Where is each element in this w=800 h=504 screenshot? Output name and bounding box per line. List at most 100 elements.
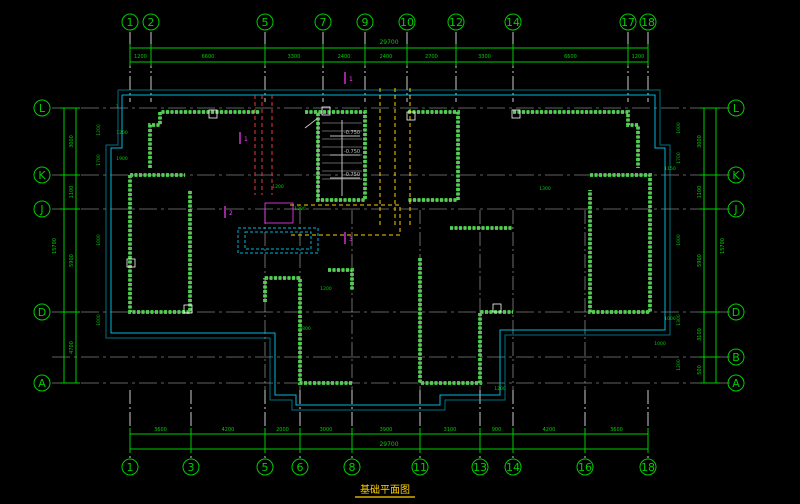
wall-stair-core-edge [305,111,366,201]
axis-bubble-bottom-8-circle [343,458,361,476]
axis-bubble-top-18-label: 18 [641,16,655,29]
bottom-total-dim-text: 29700 [379,441,398,448]
axis-bubble-right-K-label: K [732,169,740,182]
right-small-dim-1: 1700 [676,152,682,164]
dim-annotation-6: 1200 [320,286,332,292]
left-small-dim-0: 1200 [96,124,102,136]
top-dim-text-6: 3300 [478,54,491,60]
axis-bubble-bottom-11-circle [411,458,429,476]
axis-bubble-bottom-16-label: 16 [578,461,592,474]
wall-stair-core [305,110,367,202]
dim-annotation-9: 1000 [664,316,676,322]
axis-bubble-left-L-label: L [39,102,46,115]
axis-bubble-left-D-circle [33,303,51,321]
axis-bubble-bottom-13-circle [471,458,489,476]
left-dim-text-0: 3000 [69,135,75,148]
wall-left-room [128,175,192,314]
axis-bubble-top-2-label: 2 [148,16,155,29]
right-dim-text-1: 1100 [697,186,703,199]
axis-bubble-bottom-13-label: 13 [473,461,487,474]
right-dim-text-4: 500 [697,365,703,375]
axis-bubble-left-L-circle [33,99,51,117]
right-small-dim-4: 1200 [676,359,682,371]
right-dim-text-0: 3000 [697,135,703,148]
column-5 [183,304,193,314]
axis-bubble-right-D-label: D [732,306,740,319]
left-total-dim-text: 15700 [52,238,58,254]
top-dim-text-2: 3300 [288,54,301,60]
bottom-dim-text-0: 3600 [154,427,167,433]
axis-bubble-top-9-circle [356,13,374,31]
axis-bubble-right-K-circle [727,166,745,184]
column-0 [208,109,218,119]
wall-center-stub-edge [328,269,353,290]
axis-bubble-top-9-label: 9 [362,16,369,29]
level-text-1: -0.750 [344,149,360,155]
column-1 [321,106,331,116]
bottom-dim-text-8: 3600 [610,427,623,433]
level-text-2: -0.750 [344,172,360,178]
axis-bubble-bottom-18-circle [639,458,657,476]
top-dim-text-1: 6600 [202,54,215,60]
left-small-dim-2: 1000 [96,234,102,246]
axis-bubble-bottom-5-circle [256,458,274,476]
column-3 [511,109,521,119]
axis-bubble-top-14-label: 14 [506,16,520,29]
top-dim-text-7: 6600 [564,54,577,60]
wall-center-lower-right [418,258,513,385]
wall-center-lower-left-edge [265,277,352,384]
axis-bubble-top-18-circle [639,13,657,31]
left-dim-text-3: 4700 [69,341,75,354]
axis-bubble-bottom-16-circle [576,458,594,476]
bottom-dim-text-7: 4200 [543,427,556,433]
wall-left-room-edge [129,175,191,313]
dim-annotation-0: 3 [116,104,119,110]
axis-bubble-bottom-11-label: 11 [413,461,427,474]
axis-bubble-right-B-label: B [732,351,740,364]
column-2 [406,111,416,121]
axis-bubble-right-B-circle [727,348,745,366]
section-label-1: 1 [244,136,248,143]
axis-bubble-left-D-label: D [38,306,46,319]
wall-right-room-edge [589,174,651,313]
column-4 [126,258,136,268]
axis-bubble-top-2-circle [142,13,160,31]
column-6 [492,303,502,313]
axis-bubble-top-7-circle [314,13,332,31]
right-total-dim-text: 15700 [720,238,726,254]
top-dim-text-8: 1200 [632,54,645,60]
axis-bubble-right-A-circle [727,374,745,392]
axis-bubble-right-L-label: L [733,102,740,115]
axis-bubble-bottom-1-circle [121,458,139,476]
axis-bubble-top-1-circle [121,13,139,31]
axis-bubble-left-A-circle [33,374,51,392]
bottom-dim-text-3: 3000 [320,427,333,433]
bottom-dim-text-4: 3900 [380,427,393,433]
axis-bubble-top-10-label: 10 [400,16,414,29]
wall-right-top [513,110,640,168]
axis-bubble-left-K-label: K [38,169,46,182]
bottom-dim-text-2: 2000 [276,427,289,433]
dim-annotation-10: 1000 [654,341,666,347]
axis-bubble-bottom-6-circle [291,458,309,476]
axis-bubble-bottom-3-circle [182,458,200,476]
top-total-dim-text: 29700 [379,39,398,46]
axis-bubble-right-A-label: A [732,377,740,390]
foundation-outline [110,94,666,406]
axis-bubble-left-J-label: J [39,203,43,216]
pit-inner [244,231,312,250]
dim-annotation-8: 1150 [664,166,676,172]
top-dim-text-3: 2400 [338,54,351,60]
wall-center-lower-right-edge [419,258,513,384]
dim-annotation-4: 1200 [294,206,306,212]
axis-bubble-right-J-circle [727,200,745,218]
section-label-0: 1 [349,76,353,83]
left-small-dim-3: 1000 [96,314,102,326]
axis-bubble-top-5-circle [256,13,274,31]
wall-right-room [588,173,652,314]
right-small-dim-2: 1000 [676,234,682,246]
axis-bubble-left-A-label: A [38,377,46,390]
axis-bubble-top-10-circle [398,13,416,31]
top-dim-text-0: 1200 [134,54,147,60]
